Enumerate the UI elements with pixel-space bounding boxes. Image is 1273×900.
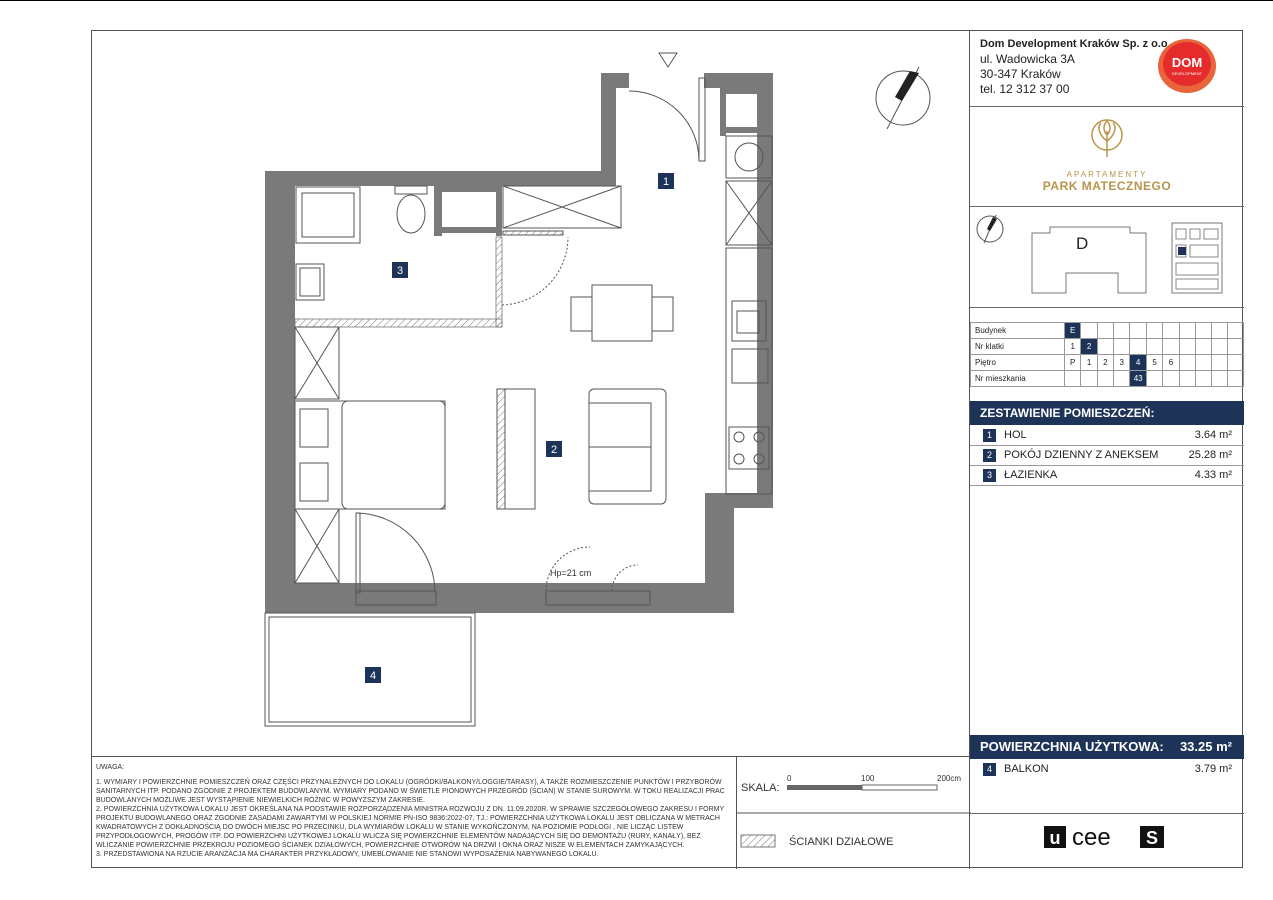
divider-line	[969, 31, 970, 869]
svg-text:DOM: DOM	[1172, 55, 1202, 70]
bedroom-wardrobe	[294, 326, 340, 584]
grid-label: Budynek	[970, 322, 1065, 339]
notes-block: UWAGA: 1. WYMIARY I POWIERZCHNIE POMIESZ…	[96, 763, 726, 859]
floor-plan: Hp=21 cm 1 2 3 4	[92, 31, 970, 756]
scale-tick: 200cm	[937, 774, 961, 783]
window-height-note: Hp=21 cm	[550, 568, 591, 578]
balcony-door	[355, 512, 437, 606]
top-border-line	[0, 0, 1273, 1]
floor-plan-drawing: Hp=21 cm 1 2 3 4	[264, 52, 931, 727]
svg-text:S: S	[1146, 828, 1158, 848]
grid-label: Piętro	[970, 354, 1065, 371]
room-row: 1 HOL 3.64 m²	[970, 426, 1244, 446]
keyplan: D	[976, 214, 1223, 294]
room-list: 1 HOL 3.64 m² 2 POKÓJ DZIENNY Z ANEKSEM …	[970, 426, 1244, 486]
dining-table	[570, 284, 674, 342]
floor-plan-sheet: Hp=21 cm 1 2 3 4	[91, 30, 1245, 869]
ucees-logo: u cee S	[970, 816, 1244, 857]
scale-tick: 100	[861, 774, 875, 783]
grid-label: Nr mieszkania	[970, 370, 1065, 387]
room-row: 2 POKÓJ DZIENNY Z ANEKSEM 25.28 m²	[970, 446, 1244, 466]
keyplan-building-label: D	[1076, 234, 1088, 253]
grid-row-building: Budynek E	[970, 322, 1245, 339]
balcony-row: 4 BALKON 3.79 m²	[970, 760, 1244, 779]
svg-text:DEVELOPMENT: DEVELOPMENT	[1172, 71, 1203, 76]
company-phone: tel. 12 312 37 00	[980, 82, 1070, 96]
entrance-door	[628, 52, 706, 162]
svg-text:3: 3	[397, 265, 403, 277]
exterior-walls	[265, 73, 773, 613]
company-info: Dom Development Kraków Sp. z o.o. ul. Wa…	[980, 37, 1171, 97]
divider-line	[92, 756, 970, 757]
svg-text:2: 2	[551, 444, 557, 456]
company-city: 30-347 Kraków	[980, 67, 1061, 81]
partition-walls	[294, 88, 773, 328]
company-street: ul. Wadowicka 3A	[980, 52, 1075, 66]
svg-text:1: 1	[663, 176, 669, 188]
brand-logo: APARTAMENTY PARK MATECZNEGO	[970, 117, 1244, 193]
note-item: 3. PRZEDSTAWIONA NA RZUCIE ARANŻACJA MA …	[96, 851, 599, 858]
scale-tick: 0	[787, 774, 792, 783]
brand-line2: PARK MATECZNEGO	[1042, 179, 1172, 193]
balcony	[264, 612, 476, 727]
room-row: 3 ŁAZIENKA 4.33 m²	[970, 466, 1244, 486]
scale-legend-block: SKALA: 0 100 200cm ŚCIANKI DZIAŁOWE	[736, 757, 971, 869]
divider-line	[970, 106, 1244, 107]
window: Hp=21 cm	[545, 546, 651, 606]
divider-line	[970, 307, 1244, 308]
divider-line	[970, 206, 1244, 207]
hall-wardrobe	[502, 185, 622, 236]
kitchen-units	[725, 135, 773, 495]
compass-icon	[875, 66, 931, 130]
svg-text:u: u	[1050, 828, 1061, 848]
bed	[294, 400, 446, 510]
scale-bar: SKALA: 0 100 200cm ŚCIANKI DZIAŁOWE	[737, 774, 971, 848]
summary-header: ZESTAWIENIE POMIESZCZEŃ:	[970, 401, 1244, 425]
grid-label: Nr klatki	[970, 338, 1065, 355]
tv-unit	[496, 388, 536, 510]
ucees-logo-mark: u cee S	[1044, 824, 1164, 851]
sofa	[588, 388, 667, 505]
brand-line1: APARTAMENTY	[1066, 170, 1148, 179]
legend-label: ŚCIANKI DZIAŁOWE	[789, 835, 894, 848]
svg-text:cee: cee	[1072, 824, 1111, 851]
note-item: 2. POWIERZCHNIA UŻYTKOWA LOKALU JEST OKR…	[96, 806, 725, 849]
notes-title: UWAGA:	[96, 764, 125, 771]
total-value: 33.25 m²	[1179, 739, 1232, 754]
total-label: POWIERZCHNIA UŻYTKOWA:	[980, 739, 1164, 754]
bathroom-fixtures	[295, 185, 428, 301]
brand-tree-icon	[1091, 119, 1123, 157]
divider-line	[970, 813, 1244, 814]
grid-row-apartment: Nr mieszkania 43	[970, 370, 1245, 387]
company-name: Dom Development Kraków Sp. z o.o.	[980, 38, 1171, 50]
scale-label: SKALA:	[741, 782, 780, 794]
note-item: 1. WYMIARY I POWIERZCHNIE POMIESZCZEŃ OR…	[96, 779, 725, 804]
total-area-bar: POWIERZCHNIA UŻYTKOWA: 33.25 m²	[970, 735, 1244, 759]
dom-development-logo: DOM DEVELOPMENT	[1158, 39, 1216, 93]
room-number-markers: 1 2 3 4	[365, 173, 674, 683]
svg-text:4: 4	[370, 670, 376, 682]
